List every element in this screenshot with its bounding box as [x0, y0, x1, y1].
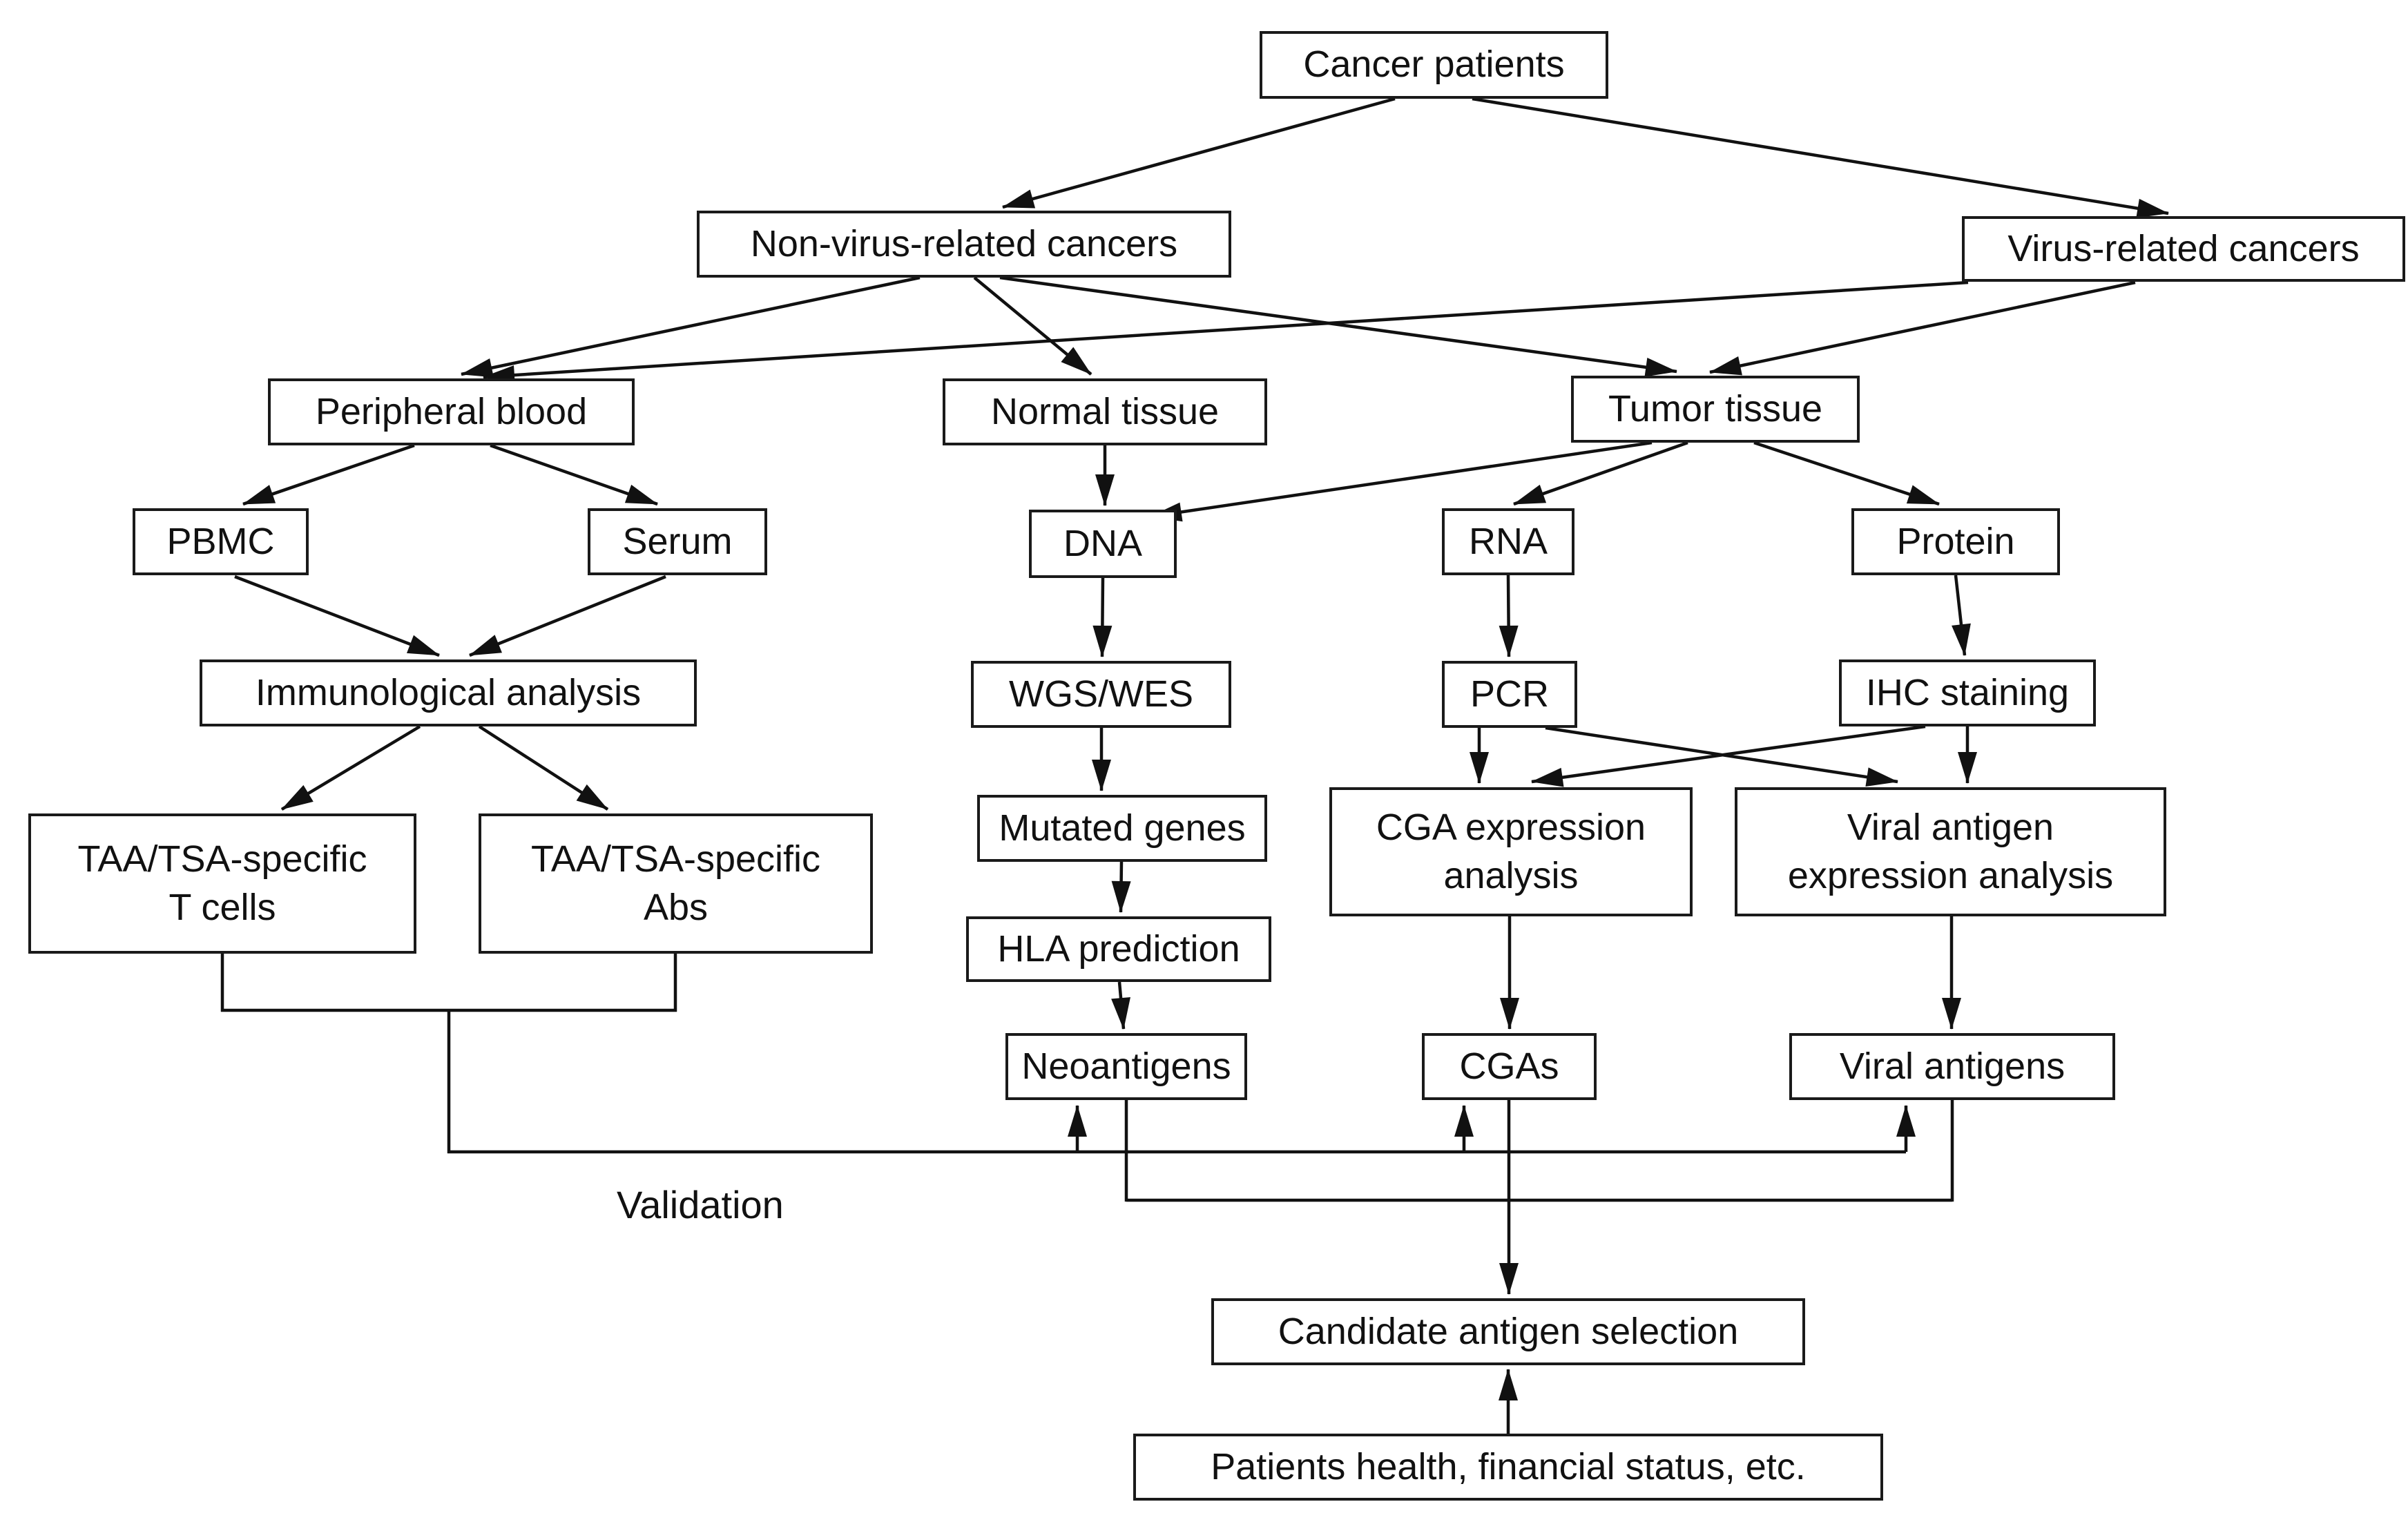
- node-peripheral-blood: Peripheral blood: [268, 378, 635, 445]
- node-normal-tissue: Normal tissue: [943, 378, 1267, 445]
- node-virus-related-cancers: Virus-related cancers: [1962, 216, 2405, 282]
- edge-virus-to-tumor: [1709, 280, 2136, 376]
- edge-dna-to-wgswes: [1092, 577, 1113, 657]
- validation-label: Validation: [617, 1183, 784, 1226]
- node-pcr: PCR: [1442, 661, 1577, 728]
- edge-pbmc-to-immuno: [234, 575, 440, 657]
- edge-cancer-to-nonvirus: [1002, 97, 1396, 209]
- edge-immuno-to-tcells: [280, 725, 421, 811]
- node-viral-antigen-expression-analysis: Viral antigen expression analysis: [1735, 787, 2166, 916]
- node-pbmc: PBMC: [133, 508, 309, 575]
- node-non-virus-related-cancers: Non-virus-related cancers: [697, 211, 1231, 278]
- node-immunological-analysis: Immunological analysis: [200, 659, 697, 726]
- edge-tumor-to-dna: [1150, 441, 1653, 522]
- node-cancer-patients: Cancer patients: [1260, 31, 1608, 99]
- node-candidate-antigen-selection: Candidate antigen selection: [1211, 1298, 1805, 1365]
- node-cga-expression-analysis: CGA expression analysis: [1329, 787, 1693, 916]
- edge-nonvirus-to-tumor: [999, 276, 1677, 377]
- edge-tumor-to-rna: [1513, 441, 1688, 506]
- edge-peripheral-to-pbmc: [242, 443, 415, 506]
- edge-nonvirus-to-peripheral: [461, 276, 921, 378]
- node-protein: Protein: [1851, 508, 2060, 575]
- edge-immuno-to-abs: [478, 725, 609, 811]
- edge-protein-to-ihc: [1952, 575, 1971, 656]
- node-wgs-wes: WGS/WES: [971, 661, 1231, 728]
- node-rna: RNA: [1442, 508, 1574, 575]
- edge-serum-to-immuno: [469, 575, 666, 657]
- edge-tumor-to-protein: [1753, 441, 1940, 506]
- node-patients-health: Patients health, financial status, etc.: [1133, 1434, 1883, 1501]
- node-dna: DNA: [1029, 510, 1177, 578]
- node-ihc-staining: IHC staining: [1839, 659, 2096, 726]
- node-neoantigens: Neoantigens: [1005, 1033, 1247, 1100]
- edge-cancer-to-virus: [1472, 97, 2169, 218]
- node-serum: Serum: [588, 508, 767, 575]
- node-viral-antigens: Viral antigens: [1789, 1033, 2115, 1100]
- edge-hla-to-neoantigens: [1111, 981, 1130, 1030]
- edge-virus-to-peripheral: [483, 280, 1969, 385]
- node-taa-tsa-specific-abs: TAA/TSA-specific Abs: [479, 813, 873, 954]
- node-mutated-genes: Mutated genes: [977, 795, 1267, 862]
- edge-ihc-to-cga-expr: [1531, 724, 1926, 787]
- edge-nonvirus-to-normal: [973, 276, 1092, 376]
- node-tumor-tissue: Tumor tissue: [1571, 376, 1860, 443]
- node-hla-prediction: HLA prediction: [966, 916, 1271, 982]
- edge-rna-to-pcr: [1499, 575, 1519, 657]
- edge-peripheral-to-serum: [490, 443, 658, 506]
- node-taa-tsa-specific-t-cells: TAA/TSA-specific T cells: [28, 813, 416, 954]
- node-cgas: CGAs: [1422, 1033, 1597, 1100]
